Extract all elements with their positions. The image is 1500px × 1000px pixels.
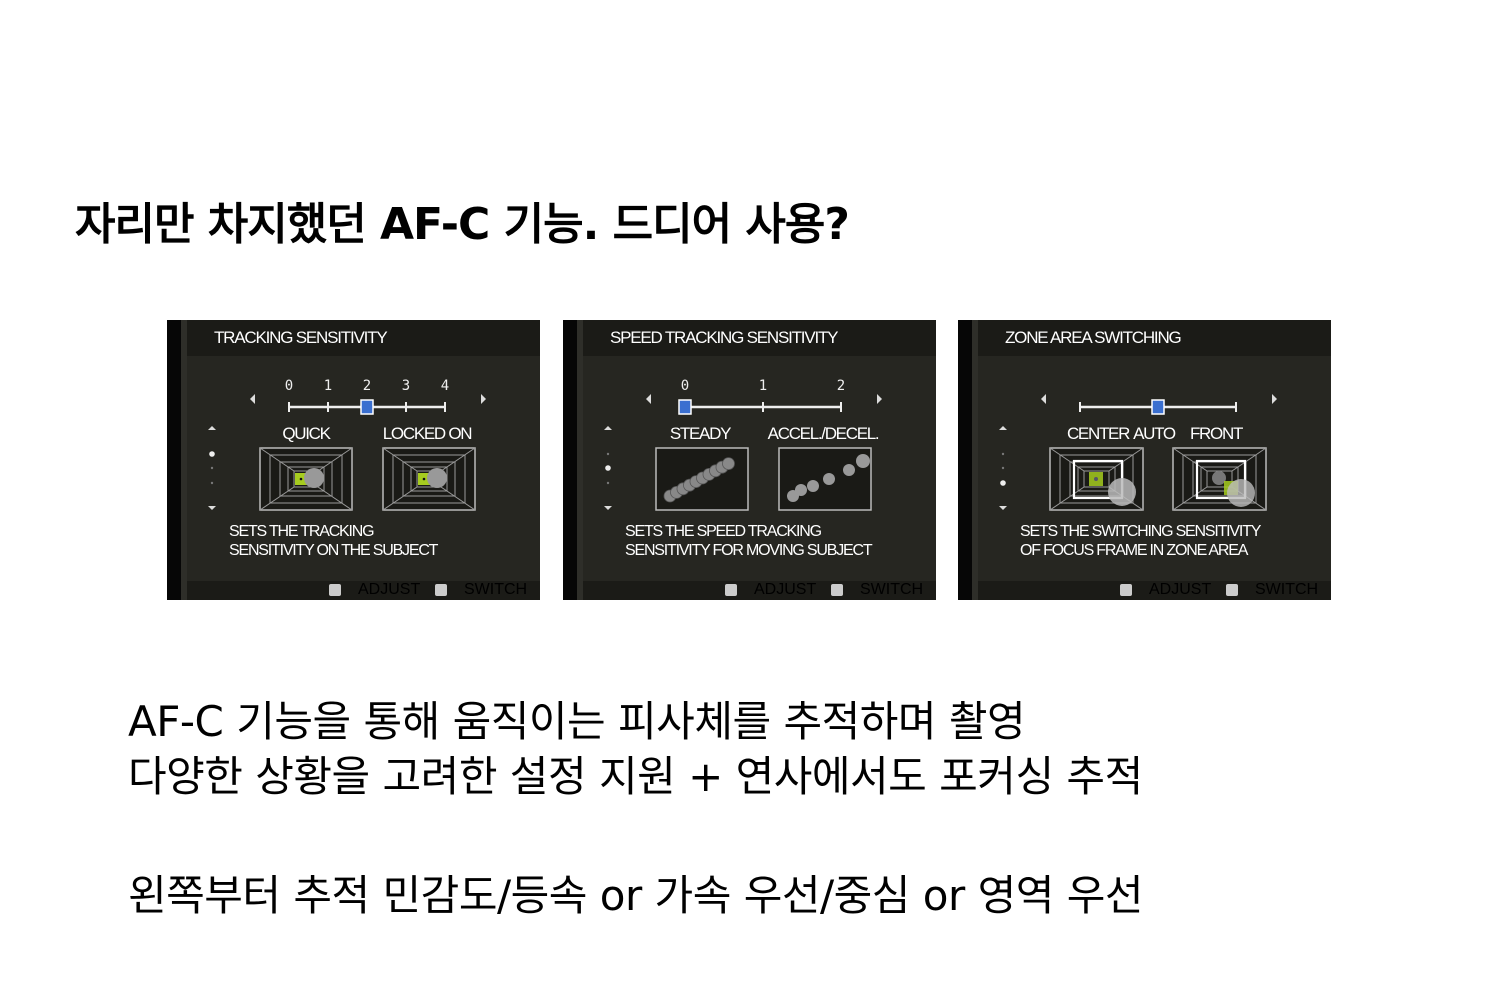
slider-tick-label: 0 xyxy=(680,378,690,394)
scroll-down-icon[interactable] xyxy=(208,506,216,510)
option-label: LOCKED ON xyxy=(382,424,473,443)
slider-tick-label: 1 xyxy=(323,378,333,394)
page-dot xyxy=(606,452,610,456)
left-arrow-icon[interactable] xyxy=(646,394,651,404)
panel-footer: ADJUST SWITCH xyxy=(978,581,1331,600)
slide-title: 자리만 차지했던 AF-C 기능. 드디어 사용? xyxy=(75,199,850,250)
slider-knob[interactable] xyxy=(1151,399,1165,415)
switch-label: SWITCH xyxy=(464,581,528,598)
description-line: SETS THE SPEED TRACKING xyxy=(625,523,822,540)
scroll-down-icon[interactable] xyxy=(999,506,1007,510)
panel-graphics xyxy=(999,394,1277,511)
scroll-up-icon[interactable] xyxy=(999,426,1007,430)
switch-button-icon xyxy=(831,584,843,596)
quick-illustration xyxy=(259,447,353,511)
panel-description: SETS THE SWITCHING SENSITIVITY OF FOCUS F… xyxy=(1020,522,1261,560)
slider-tick-label: 4 xyxy=(440,378,450,394)
panel-footer: ADJUST SWITCH xyxy=(187,581,540,600)
scroll-up-icon[interactable] xyxy=(208,426,216,430)
panel-header xyxy=(583,320,936,356)
panel-edge xyxy=(563,320,577,600)
slider-tick-label: 3 xyxy=(401,378,411,394)
body-line-2: 다양한 상황을 고려한 설정 지원 + 연사에서도 포커싱 추적 xyxy=(128,752,1143,801)
panel-title: SPEED TRACKING SENSITIVITY xyxy=(610,328,839,347)
option-label: ACCEL./DECEL. xyxy=(767,424,880,443)
option-label: CENTER xyxy=(1066,424,1130,443)
adjust-label: ADJUST xyxy=(754,581,817,598)
option-label: AUTO xyxy=(1133,424,1176,443)
page-dot xyxy=(1001,466,1005,470)
adjust-label: ADJUST xyxy=(1149,581,1212,598)
steady-illustration xyxy=(655,447,749,511)
panel-graphics xyxy=(604,394,882,511)
slider-tick-label: 2 xyxy=(362,378,372,394)
description-line: SENSITIVITY FOR MOVING SUBJECT xyxy=(625,542,873,559)
page-dot xyxy=(606,481,610,485)
page-dot xyxy=(1000,480,1006,486)
body-line-1: AF-C 기능을 통해 움직이는 피사체를 추적하며 촬영 xyxy=(128,697,1026,746)
slider-tick-label: 0 xyxy=(284,378,294,394)
description-line: SENSITIVITY ON THE SUBJECT xyxy=(229,542,438,559)
slider-tick-label: 1 xyxy=(758,378,768,394)
switch-button-icon xyxy=(435,584,447,596)
right-arrow-icon[interactable] xyxy=(481,394,486,404)
switch-label: SWITCH xyxy=(860,581,924,598)
panel-footer: ADJUST SWITCH xyxy=(583,581,936,600)
left-arrow-icon[interactable] xyxy=(250,394,255,404)
option-label: QUICK xyxy=(282,424,331,443)
panel-title: ZONE AREA SWITCHING xyxy=(1005,328,1182,347)
body-line-3: 왼쪽부터 추적 민감도/등속 or 가속 우선/중심 or 영역 우선 xyxy=(128,871,1143,920)
right-arrow-icon[interactable] xyxy=(1272,394,1277,404)
page-dot xyxy=(209,451,215,457)
accel-decel-illustration xyxy=(778,447,872,511)
panel-edge-inner xyxy=(181,320,187,600)
panel-description: SETS THE SPEED TRACKING SENSITIVITY FOR M… xyxy=(625,522,873,560)
option-label: FRONT xyxy=(1189,424,1243,443)
center-illustration xyxy=(1049,447,1144,511)
page-dot xyxy=(605,465,611,471)
description-line: OF FOCUS FRAME IN ZONE AREA xyxy=(1020,542,1248,559)
slider-tick-label: 2 xyxy=(836,378,846,394)
left-arrow-icon[interactable] xyxy=(1041,394,1046,404)
right-arrow-icon[interactable] xyxy=(877,394,882,404)
page-dot xyxy=(210,481,214,485)
front-illustration xyxy=(1172,447,1267,511)
panel-edge xyxy=(167,320,181,600)
panel-edge-inner xyxy=(577,320,583,600)
panel-edge-inner xyxy=(972,320,978,600)
slider-knob[interactable] xyxy=(360,399,374,415)
scroll-up-icon[interactable] xyxy=(604,426,612,430)
adjust-dial-icon xyxy=(1120,584,1132,596)
panel-header xyxy=(187,320,540,356)
page-dot xyxy=(1001,452,1005,456)
description-line: SETS THE SWITCHING SENSITIVITY xyxy=(1020,523,1261,540)
slider-knob[interactable] xyxy=(678,399,692,415)
panel-header xyxy=(978,320,1331,356)
switch-label: SWITCH xyxy=(1255,581,1319,598)
switch-button-icon xyxy=(1226,584,1238,596)
adjust-dial-icon xyxy=(725,584,737,596)
option-label: STEADY xyxy=(669,424,732,443)
adjust-dial-icon xyxy=(329,584,341,596)
locked-on-illustration xyxy=(382,447,476,511)
scroll-down-icon[interactable] xyxy=(604,506,612,510)
panel-graphics xyxy=(208,394,486,511)
panel-title: TRACKING SENSITIVITY xyxy=(214,328,388,347)
description-line: SETS THE TRACKING xyxy=(229,523,375,540)
panel-edge xyxy=(958,320,972,600)
panel-description: SETS THE TRACKING SENSITIVITY ON THE SUBJ… xyxy=(229,522,438,560)
page-dot xyxy=(210,466,214,470)
adjust-label: ADJUST xyxy=(358,581,421,598)
